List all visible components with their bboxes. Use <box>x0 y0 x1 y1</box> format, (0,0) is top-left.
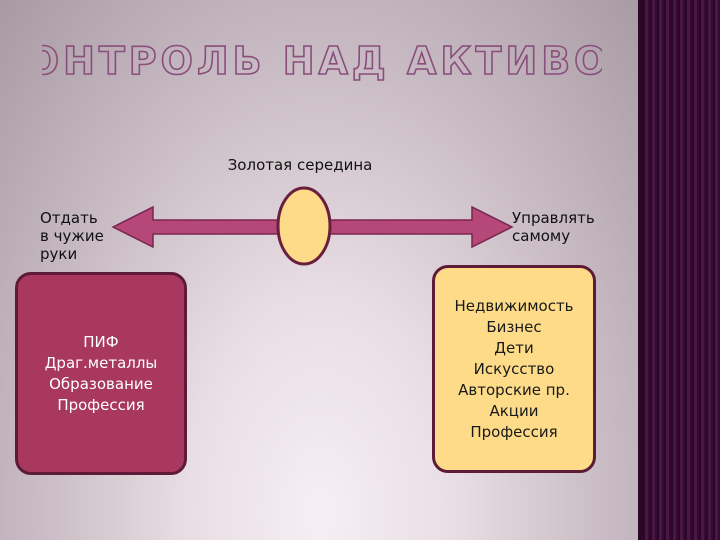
list-item: Дети <box>494 338 534 357</box>
list-item: Недвижимость <box>454 296 574 315</box>
golden-middle-circle <box>276 186 332 266</box>
slide-title: КОНТРОЛЬ НАД АКТИВОМ <box>0 30 643 88</box>
self-managed-assets-box: Недвижимость Бизнес Дети Искусство Автор… <box>432 265 596 473</box>
delegate-label-line: в чужие <box>40 227 104 245</box>
list-item: Акции <box>489 401 539 420</box>
list-item: ПИФ <box>83 332 119 351</box>
delegate-label-line: руки <box>40 245 78 263</box>
sidebar-edge <box>638 0 643 540</box>
title-svg: КОНТРОЛЬ НАД АКТИВОМ <box>42 38 602 84</box>
decorative-sidebar <box>643 0 720 540</box>
self-manage-label-line: Управлять <box>512 209 595 227</box>
list-item: Образование <box>49 374 153 393</box>
list-item: Авторские пр. <box>458 380 570 399</box>
self-managed-assets-list: Недвижимость Бизнес Дети Искусство Автор… <box>454 296 573 443</box>
list-item: Бизнес <box>486 317 542 336</box>
golden-middle-label: Золотая середина <box>227 156 373 174</box>
delegate-label: Отдать в чужие руки <box>40 209 130 263</box>
arrow-diagram <box>111 186 514 266</box>
delegated-assets-box: ПИФ Драг.металлы Образование Профессия <box>15 272 187 475</box>
list-item: Профессия <box>57 395 145 414</box>
self-manage-label: Управлять самому <box>512 209 622 245</box>
list-item: Профессия <box>470 422 558 441</box>
list-item: Искусство <box>473 359 555 378</box>
self-manage-label-line: самому <box>512 227 571 245</box>
delegated-assets-list: ПИФ Драг.металлы Образование Профессия <box>45 332 158 416</box>
list-item: Драг.металлы <box>44 353 158 372</box>
delegate-label-line: Отдать <box>40 209 98 227</box>
title-text: КОНТРОЛЬ НАД АКТИВОМ <box>42 39 602 83</box>
